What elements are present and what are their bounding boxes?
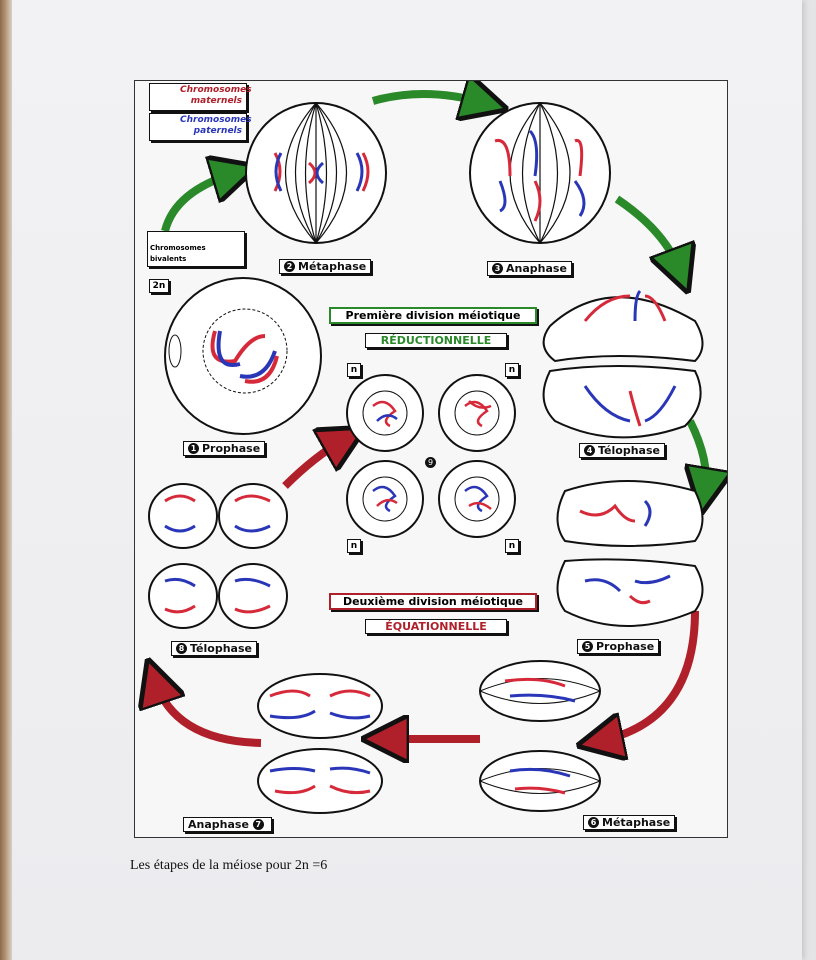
- division-2-title-text: Deuxième division méiotique: [342, 595, 524, 608]
- legend-bivalent-label: Chromosomes bivalents: [150, 244, 206, 263]
- arrow-telophase-to-prophase2: [690, 419, 706, 491]
- stage-9-marker: 9: [425, 451, 439, 470]
- paper-sheet: Chromosomes maternels Chromosomes patern…: [12, 0, 802, 960]
- arrow-telophase2-to-gametes: [282, 439, 345, 489]
- stage-8-name: Télophase: [190, 642, 252, 655]
- haploid-label-top-right: n: [505, 363, 519, 377]
- stage-6-number: 6: [588, 817, 599, 828]
- stage-2-number: 2: [284, 261, 295, 272]
- stage-3-name: Anaphase: [506, 262, 567, 275]
- legend-bivalent: Chromosomes bivalents: [147, 231, 245, 267]
- cell-anaphase-1: [469, 102, 611, 244]
- legend-paternal-label: Chromosomes paternels: [180, 115, 252, 136]
- figure-caption: Les étapes de la méiose pour 2n =6: [130, 858, 328, 873]
- arrow-metaphase-to-anaphase: [371, 94, 485, 103]
- stage-4-name: Télophase: [598, 444, 660, 457]
- stage-9-number: 9: [425, 457, 436, 468]
- division-1-title: Première division méiotique: [329, 307, 537, 324]
- stage-1-number: 1: [188, 443, 199, 454]
- green-arrows: [161, 94, 706, 491]
- arrow-anaphase2-to-telophase2: [155, 681, 262, 747]
- division-1-subtitle: RÉDUCTIONNELLE: [365, 333, 507, 348]
- division-2-subtitle: ÉQUATIONNELLE: [365, 619, 507, 634]
- cell-telophase-1: [542, 289, 704, 439]
- cell-prophase-2: [556, 480, 704, 627]
- red-arrows: [155, 439, 699, 747]
- haploid-label-top-left: n: [347, 363, 361, 377]
- arrow-prophase-to-metaphase: [161, 173, 235, 233]
- haploid-label-bottom-left: n: [347, 539, 361, 553]
- meiosis-diagram-art: [135, 81, 727, 814]
- division-1-subtitle-text: RÉDUCTIONNELLE: [380, 334, 492, 347]
- gametes: [346, 374, 516, 538]
- stage-4-number: 4: [584, 445, 595, 456]
- cell-metaphase-2: [479, 660, 601, 812]
- stage-7-number: 7: [252, 819, 264, 830]
- legend-paternal: Chromosomes paternels: [149, 113, 252, 141]
- division-2-subtitle-text: ÉQUATIONNELLE: [385, 620, 487, 633]
- haploid-label-bottom-right: n: [505, 539, 519, 553]
- stage-2-name: Métaphase: [298, 260, 367, 273]
- stage-8-number: 8: [176, 643, 187, 654]
- stage-5-number: 5: [582, 641, 593, 652]
- legend-maternal: Chromosomes maternels: [149, 83, 252, 111]
- cell-telophase-2: [148, 483, 288, 629]
- stage-1-name: Prophase: [202, 442, 261, 455]
- cell-prophase-1: [164, 277, 322, 435]
- arrow-anaphase-to-telophase: [614, 195, 680, 271]
- stage-7-label: Anaphase 7: [183, 817, 272, 832]
- division-1-title-text: Première division méiotique: [345, 309, 521, 322]
- stage-6-name: Métaphase: [602, 816, 671, 829]
- stage-3-number: 3: [492, 263, 503, 274]
- stage-7-name: Anaphase: [188, 818, 249, 831]
- legend-maternal-label: Chromosomes maternels: [180, 85, 252, 106]
- cell-metaphase-1: [245, 102, 387, 244]
- division-2-title: Deuxième division méiotique: [329, 593, 537, 610]
- meiosis-figure: Chromosomes maternels Chromosomes patern…: [134, 80, 728, 838]
- stage-5-name: Prophase: [596, 640, 655, 653]
- cell-anaphase-2: [257, 673, 383, 814]
- ploidy-label: 2n: [149, 279, 169, 293]
- arrow-prophase2-to-metaphase2: [600, 610, 699, 741]
